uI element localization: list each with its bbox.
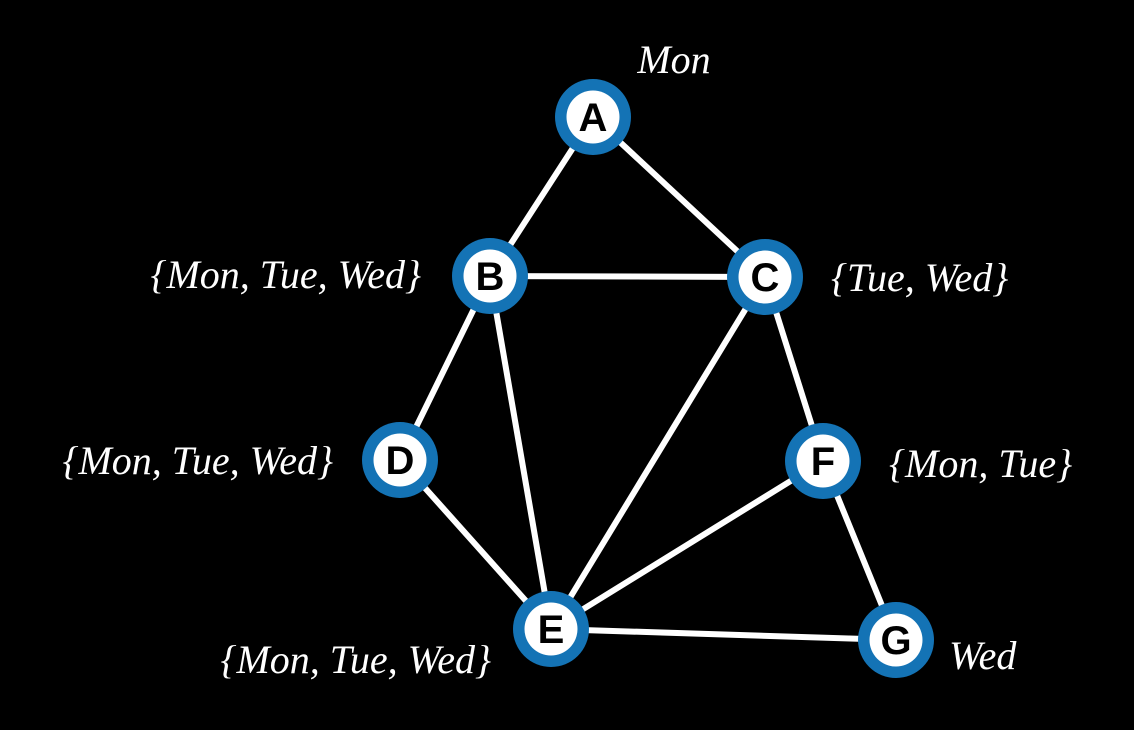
node-G: G bbox=[858, 602, 934, 678]
node-A-letter: A bbox=[579, 96, 608, 140]
edge-A-C bbox=[590, 114, 768, 280]
node-B-fill bbox=[463, 249, 517, 303]
edge-E-G bbox=[548, 626, 899, 643]
node-B: B bbox=[452, 238, 528, 314]
node-B-domain-label: {Mon, Tue, Wed} bbox=[150, 252, 421, 297]
node-A: A bbox=[555, 79, 631, 155]
node-F-letter: F bbox=[811, 440, 835, 484]
node-E: E bbox=[513, 591, 589, 667]
node-D-fill bbox=[373, 433, 427, 487]
node-C: C bbox=[727, 239, 803, 315]
node-E-fill bbox=[524, 602, 578, 656]
edge-B-E bbox=[487, 273, 554, 632]
labels-layer: Mon {Mon, Tue, Wed} {Tue, Wed} {Mon, Tue, W… bbox=[62, 37, 1072, 682]
node-G-domain-label: Wed bbox=[949, 633, 1017, 678]
node-E-domain-label: {Mon, Tue, Wed} bbox=[220, 637, 491, 682]
node-C-domain-label: {Tue, Wed} bbox=[831, 255, 1008, 300]
node-C-letter: C bbox=[751, 256, 780, 300]
edge-B-C bbox=[487, 273, 768, 280]
node-D: D bbox=[362, 422, 438, 498]
node-A-fill bbox=[566, 90, 620, 144]
node-G-letter: G bbox=[880, 619, 911, 663]
node-F-fill bbox=[796, 434, 850, 488]
edges-layer bbox=[397, 114, 899, 643]
node-F-domain-label: {Mon, Tue} bbox=[889, 441, 1072, 486]
node-B-letter: B bbox=[476, 255, 505, 299]
node-F: F bbox=[785, 423, 861, 499]
node-G-fill bbox=[869, 613, 923, 667]
node-D-letter: D bbox=[386, 439, 415, 483]
edge-C-E bbox=[548, 274, 768, 632]
nodes-layer: A B C D E F G bbox=[362, 79, 934, 678]
edge-E-F bbox=[548, 458, 826, 632]
node-A-domain-label: Mon bbox=[636, 37, 710, 82]
node-D-domain-label: {Mon, Tue, Wed} bbox=[62, 438, 333, 483]
node-C-fill bbox=[738, 250, 792, 304]
node-E-letter: E bbox=[538, 608, 565, 652]
